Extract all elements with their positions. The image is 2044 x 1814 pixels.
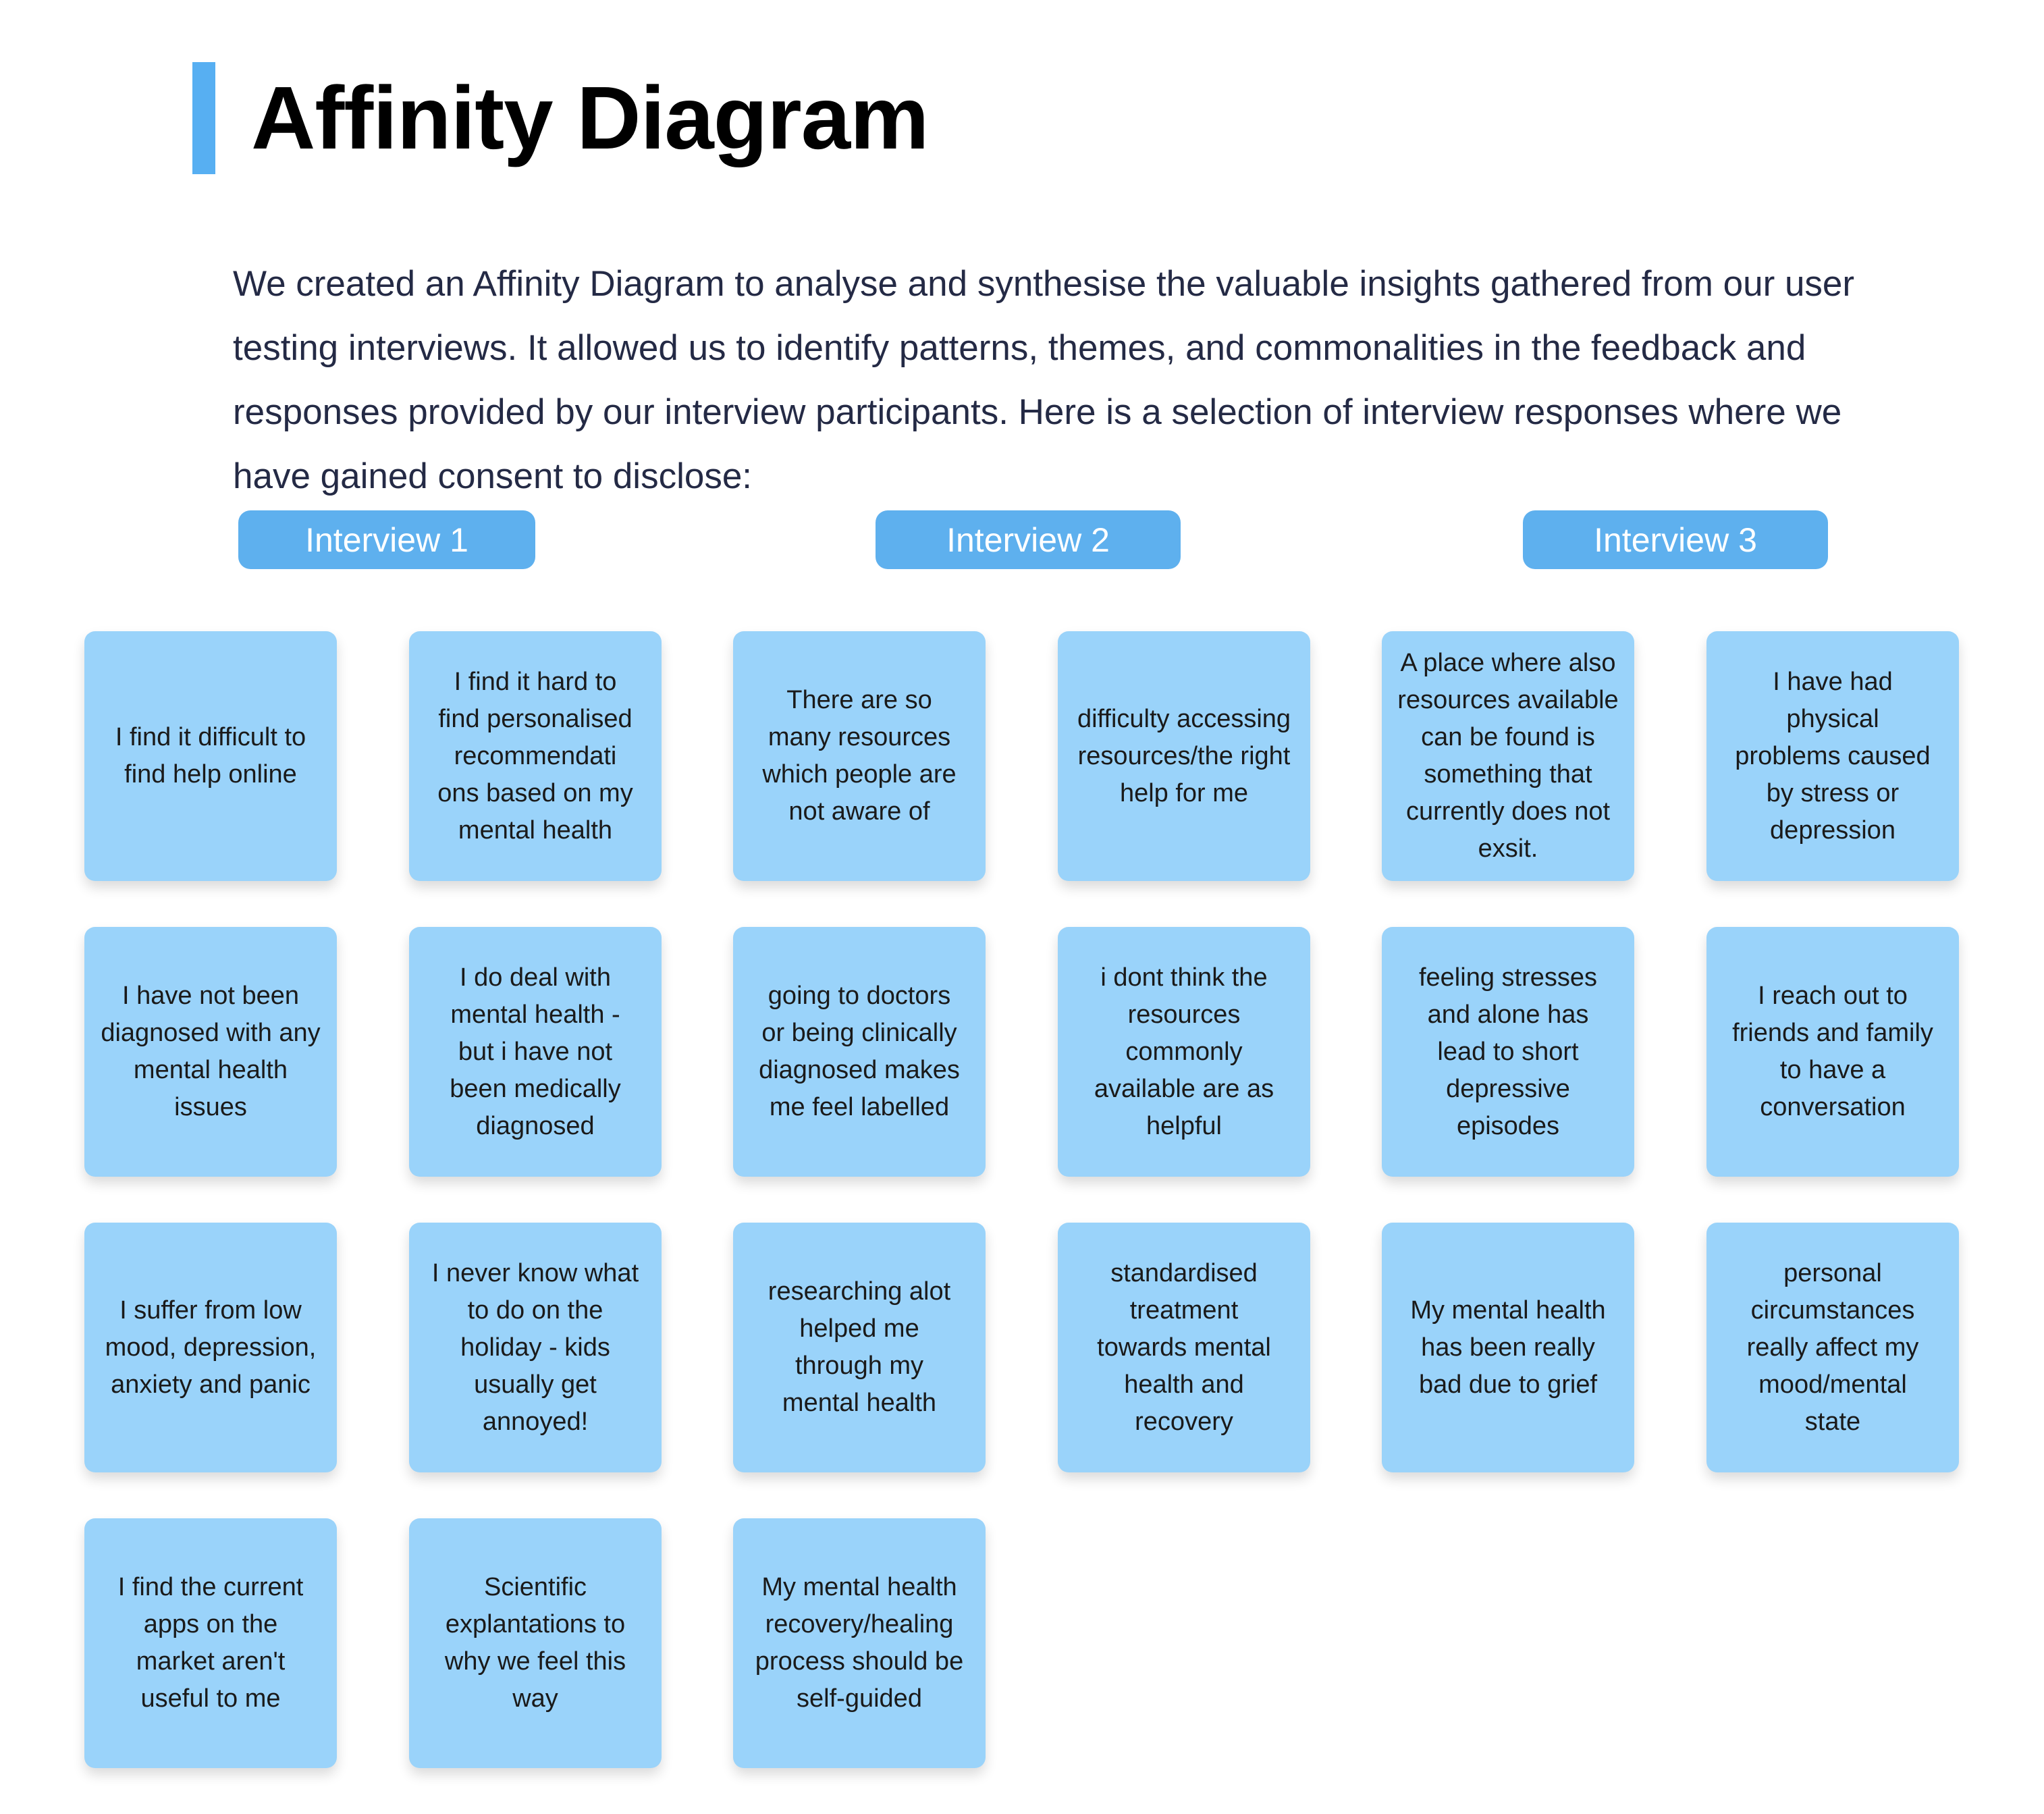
sticky-note-card[interactable]: feeling stresses and alone has lead to s… xyxy=(1382,927,1634,1177)
sticky-note-text: personal circumstances really affect my … xyxy=(1746,1258,1919,1436)
sticky-note-card[interactable]: I find it hard to find personalised reco… xyxy=(409,631,662,881)
sticky-note-text: A place where also resources available c… xyxy=(1397,649,1619,863)
title-accent-bar xyxy=(192,62,215,174)
sticky-note-text: My mental health recovery/healing proces… xyxy=(755,1573,964,1713)
sticky-note-card[interactable]: going to doctors or being clinically dia… xyxy=(733,927,986,1177)
card-row: I have not been diagnosed with any menta… xyxy=(84,927,1968,1177)
sticky-note-card[interactable]: I never know what to do on the holiday -… xyxy=(409,1223,662,1472)
interview-pill-label: Interview 1 xyxy=(305,521,468,559)
sticky-note-text: feeling stresses and alone has lead to s… xyxy=(1418,963,1597,1140)
sticky-note-text: I find it difficult to find help online xyxy=(115,723,306,789)
sticky-note-card[interactable]: I have not been diagnosed with any menta… xyxy=(84,927,337,1177)
sticky-note-card[interactable]: researching alot helped me through my me… xyxy=(733,1223,986,1472)
sticky-note-text: researching alot helped me through my me… xyxy=(768,1277,951,1417)
sticky-note-card[interactable]: I reach out to friends and family to hav… xyxy=(1706,927,1959,1177)
affinity-card-grid: I find it difficult to find help online … xyxy=(84,631,1968,1814)
sticky-note-text: There are so many resources which people… xyxy=(762,686,957,826)
sticky-note-text: i dont think the resources commonly avai… xyxy=(1094,963,1274,1140)
sticky-note-text: Scientific explantations to why we feel … xyxy=(444,1573,626,1713)
intro-paragraph: We created an Affinity Diagram to analys… xyxy=(233,264,1855,496)
card-row: I suffer from low mood, depression, anxi… xyxy=(84,1223,1968,1472)
sticky-note-card[interactable]: I find it difficult to find help online xyxy=(84,631,337,881)
sticky-note-card[interactable]: A place where also resources available c… xyxy=(1382,631,1634,881)
sticky-note-text: I have not been diagnosed with any menta… xyxy=(101,982,321,1121)
sticky-note-text: going to doctors or being clinically dia… xyxy=(759,982,960,1121)
sticky-note-text: I suffer from low mood, depression, anxi… xyxy=(105,1296,317,1399)
sticky-note-card[interactable]: Scientific explantations to why we feel … xyxy=(409,1518,662,1768)
interview-pill-label: Interview 3 xyxy=(1594,521,1757,559)
sticky-note-card[interactable]: I do deal with mental health - but i hav… xyxy=(409,927,662,1177)
sticky-note-card[interactable]: personal circumstances really affect my … xyxy=(1706,1223,1959,1472)
sticky-note-card[interactable]: I find the current apps on the market ar… xyxy=(84,1518,337,1768)
sticky-note-card[interactable]: I have had physical problems caused by s… xyxy=(1706,631,1959,881)
sticky-note-card[interactable]: I suffer from low mood, depression, anxi… xyxy=(84,1223,337,1472)
sticky-note-card[interactable]: difficulty accessing resources/the right… xyxy=(1058,631,1310,881)
sticky-note-text: I find the current apps on the market ar… xyxy=(117,1573,304,1713)
card-row: I find the current apps on the market ar… xyxy=(84,1518,1968,1768)
sticky-note-text: I have had physical problems caused by s… xyxy=(1735,667,1931,845)
interview-pill-1[interactable]: Interview 1 xyxy=(238,510,535,569)
sticky-note-text: difficulty accessing resources/the right… xyxy=(1077,704,1291,807)
card-row: I find it difficult to find help online … xyxy=(84,631,1968,881)
sticky-note-text: I never know what to do on the holiday -… xyxy=(431,1258,639,1436)
sticky-note-text: I do deal with mental health - but i hav… xyxy=(450,963,621,1140)
sticky-note-text: My mental health has been really bad due… xyxy=(1410,1296,1606,1399)
sticky-note-text: I reach out to friends and family to hav… xyxy=(1732,982,1933,1121)
sticky-note-card[interactable]: My mental health has been really bad due… xyxy=(1382,1223,1634,1472)
interview-pill-3[interactable]: Interview 3 xyxy=(1523,510,1828,569)
sticky-note-card[interactable]: i dont think the resources commonly avai… xyxy=(1058,927,1310,1177)
interview-pill-2[interactable]: Interview 2 xyxy=(876,510,1181,569)
sticky-note-card[interactable]: There are so many resources which people… xyxy=(733,631,986,881)
sticky-note-card[interactable]: My mental health recovery/healing proces… xyxy=(733,1518,986,1768)
sticky-note-text: I find it hard to find personalised reco… xyxy=(437,667,633,845)
page-header: Affinity Diagram xyxy=(192,62,929,174)
sticky-note-card[interactable]: standardised treatment towards mental he… xyxy=(1058,1223,1310,1472)
page-title: Affinity Diagram xyxy=(251,68,929,167)
interview-pill-label: Interview 2 xyxy=(946,521,1110,559)
sticky-note-text: standardised treatment towards mental he… xyxy=(1097,1258,1271,1436)
